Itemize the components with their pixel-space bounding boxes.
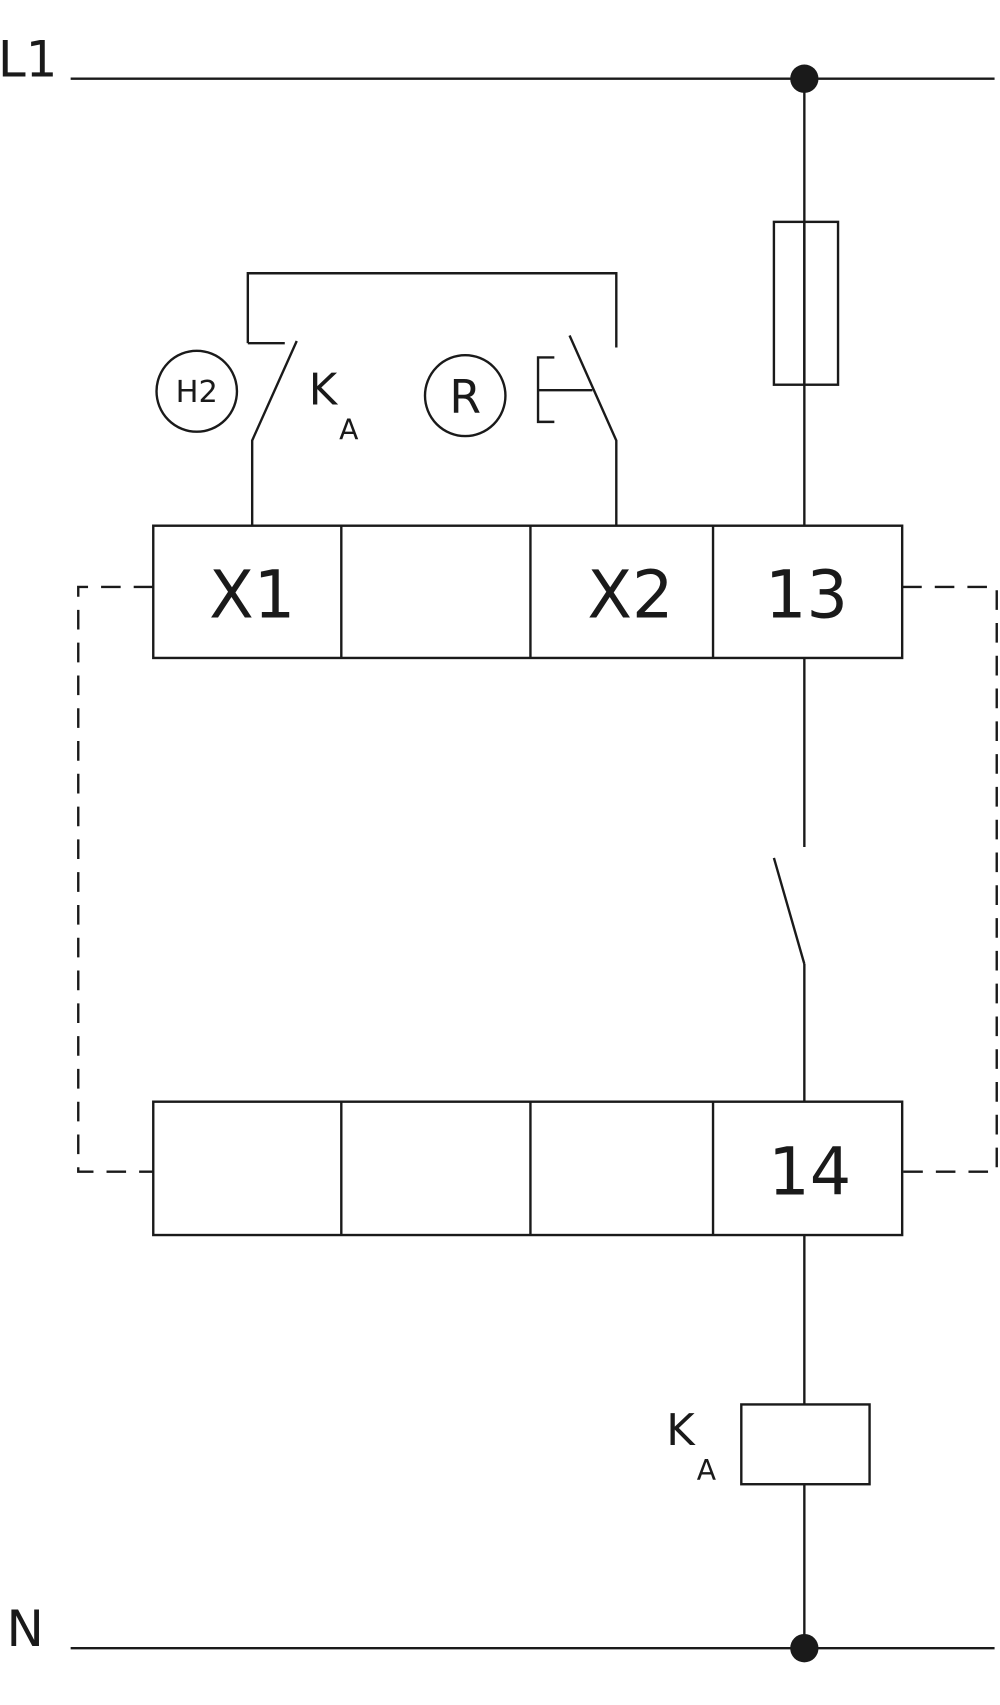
relay-contact-nc	[250, 340, 298, 526]
reset-label: R	[449, 371, 481, 424]
rail-label-n: N	[7, 1599, 44, 1658]
terminal-x1: X1	[209, 557, 295, 633]
lamp-label: H2	[176, 375, 218, 410]
wire-loop	[246, 272, 618, 348]
contact-label: K	[309, 365, 339, 415]
enclosure-dashed-left	[77, 585, 154, 1173]
terminal-row-bottom: 14	[152, 1100, 904, 1237]
terminal-13: 13	[765, 557, 848, 633]
junction-dot-bottom	[790, 1633, 819, 1663]
contact-label-subscript: A	[339, 413, 359, 446]
lamp-h2-icon	[155, 349, 239, 433]
relay-contact-no	[772, 857, 806, 965]
reset-pushbutton-contact	[568, 335, 618, 526]
terminal-row-top: X1 X2 13	[152, 524, 904, 660]
fuse	[772, 220, 840, 386]
terminal-14: 14	[768, 1134, 851, 1210]
coil-label-subscript: A	[697, 1454, 717, 1487]
coil-label: K	[666, 1406, 696, 1456]
pushbutton-actuator-icon	[536, 356, 555, 424]
terminal-x2: X2	[587, 557, 673, 633]
rail-label-l1: L1	[0, 29, 57, 88]
enclosure-dashed-right	[902, 585, 998, 1173]
relay-coil	[740, 1403, 871, 1486]
reset-r-icon	[423, 354, 507, 438]
